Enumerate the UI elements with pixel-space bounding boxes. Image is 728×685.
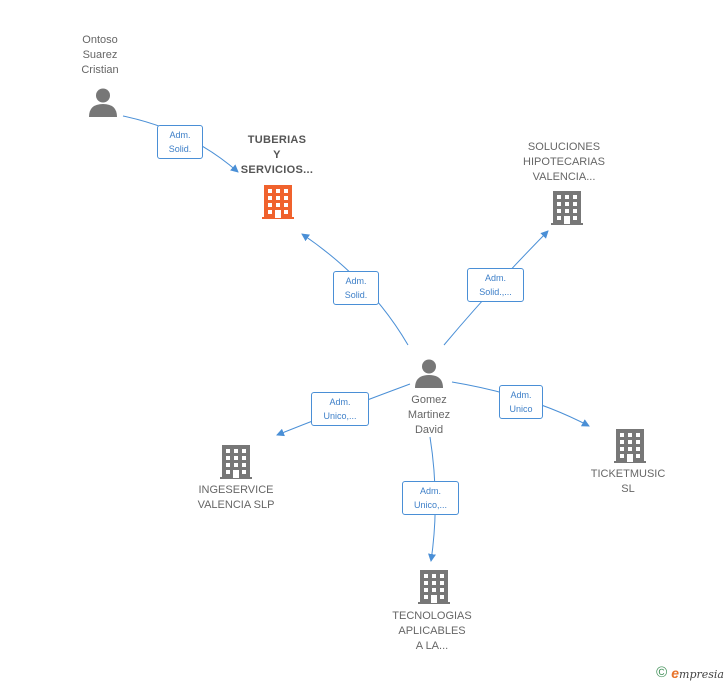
edge-label-gomez-soluciones[interactable]: Adm. Solid.,... — [467, 268, 524, 302]
node-label-ingeservice[interactable]: INGESERVICE VALENCIA SLP — [197, 484, 275, 511]
person-icon[interactable] — [414, 358, 444, 388]
edge-label-gomez-ticketmusic[interactable]: Adm. Unico — [499, 385, 543, 419]
building-icon[interactable] — [220, 444, 252, 479]
footer-brand: © empresia — [656, 664, 724, 681]
building-icon[interactable] — [614, 428, 646, 463]
node-label-ticketmusic[interactable]: TICKETMUSIC SL — [590, 468, 666, 495]
brand-logo[interactable]: empresia — [671, 665, 724, 681]
node-label-tuberias[interactable]: TUBERIAS Y SERVICIOS... — [240, 134, 314, 176]
node-label-gomez[interactable]: Gomez Martinez David — [407, 394, 451, 436]
brand-initial: e — [671, 664, 680, 681]
brand-name: mpresia — [679, 667, 724, 681]
copyright-icon: © — [656, 664, 668, 681]
building-icon[interactable] — [262, 184, 294, 219]
edge-label-gomez-tuberias[interactable]: Adm. Solid. — [333, 271, 379, 305]
node-label-soluciones[interactable]: SOLUCIONES HIPOTECARIAS VALENCIA... — [523, 141, 605, 183]
edge-label-ontoso-tuberias[interactable]: Adm. Solid. — [157, 125, 203, 159]
edge-label-gomez-tecnologias[interactable]: Adm. Unico,... — [402, 481, 459, 515]
node-label-tecnologias[interactable]: TECNOLOGIAS APLICABLES A LA... — [392, 610, 472, 652]
node-label-ontoso[interactable]: Ontoso Suarez Cristian — [81, 34, 119, 76]
edge-label-gomez-ingeservice[interactable]: Adm. Unico,... — [311, 392, 369, 426]
building-icon[interactable] — [551, 190, 583, 225]
person-icon[interactable] — [88, 87, 118, 117]
building-icon[interactable] — [418, 569, 450, 604]
